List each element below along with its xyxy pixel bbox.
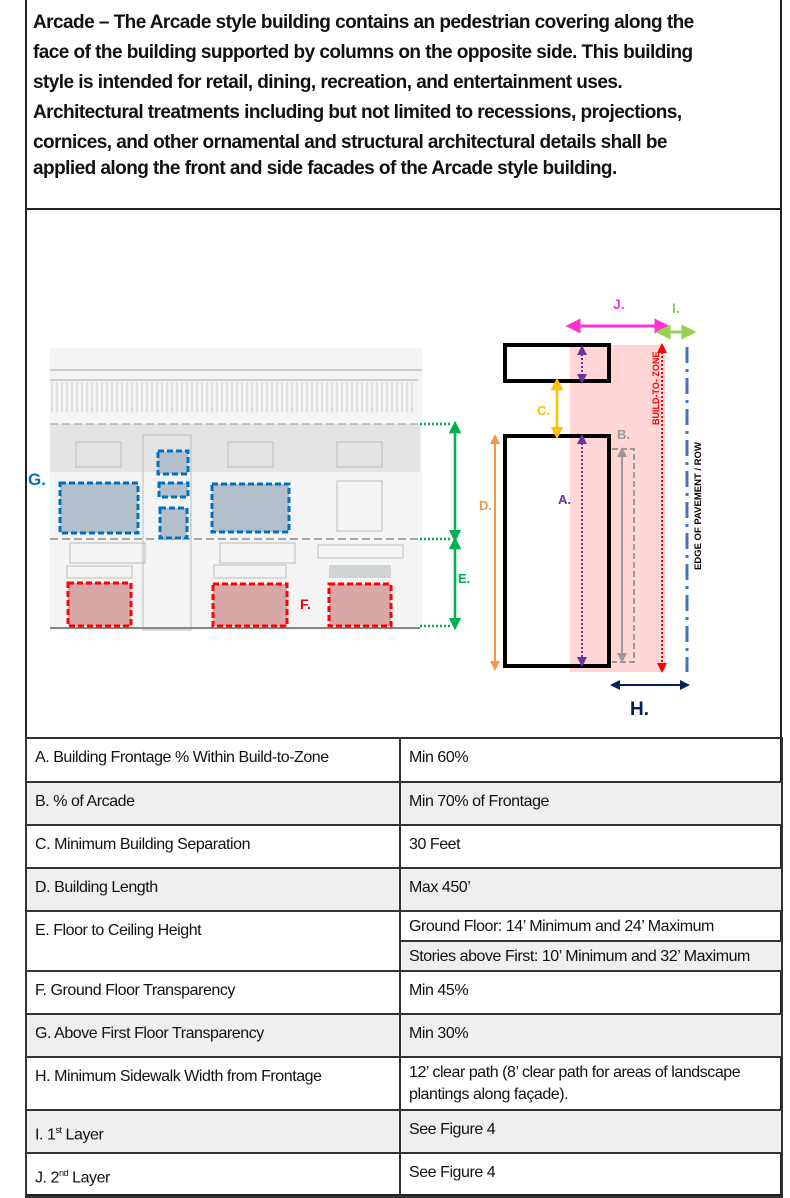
row-label: I. 1st Layer bbox=[25, 1109, 401, 1154]
row-value: Min 45% bbox=[399, 970, 783, 1015]
description-line: Architectural treatments including but n… bbox=[33, 102, 682, 123]
row-label: A. Building Frontage % Within Build-to-Z… bbox=[25, 737, 401, 783]
row-value: 30 Feet bbox=[399, 824, 783, 869]
row-value: Ground Floor: 14’ Minimum and 24’ Maximu… bbox=[399, 910, 783, 942]
description-line: face of the building supported by column… bbox=[33, 42, 693, 63]
label-a: A. bbox=[558, 492, 571, 507]
row-label: E. Floor to Ceiling Height bbox=[25, 910, 401, 972]
description-line: Arcade – The Arcade style building conta… bbox=[33, 12, 694, 33]
build-to-zone-label: BUILD-TO- ZONE bbox=[651, 352, 661, 425]
table-row: Stories above First: 10’ Minimum and 32’… bbox=[26, 940, 783, 972]
arcade-description: Arcade – The Arcade style building conta… bbox=[25, 0, 782, 210]
row-value: Min 30% bbox=[399, 1013, 783, 1058]
row-value: See Figure 4 bbox=[399, 1152, 783, 1198]
row-value: Min 70% of Frontage bbox=[399, 781, 783, 826]
description-line: style is intended for retail, dining, re… bbox=[33, 72, 623, 93]
row-label: F. Ground Floor Transparency bbox=[25, 970, 401, 1015]
label-b: B. bbox=[617, 427, 630, 442]
row-value: See Figure 4 bbox=[399, 1109, 783, 1154]
row-value-2: Stories above First: 10’ Minimum and 32’… bbox=[399, 940, 783, 972]
row-value: Max 450’ bbox=[399, 867, 783, 912]
label-c: C. bbox=[537, 403, 550, 418]
upper-floor-windows bbox=[58, 449, 291, 540]
label-j: J. bbox=[613, 296, 625, 312]
label-e: E. bbox=[458, 571, 470, 586]
label-g: G. bbox=[28, 470, 46, 489]
row-label: B. % of Arcade bbox=[25, 781, 401, 826]
site-plan bbox=[490, 318, 697, 690]
description-line: applied along the front and side facades… bbox=[33, 158, 617, 179]
row-label: C. Minimum Building Separation bbox=[25, 824, 401, 869]
edge-of-pavement-label: EDGE OF PAVEMENT / ROW bbox=[693, 442, 704, 570]
row-label: D. Building Length bbox=[25, 867, 401, 912]
description-line: cornices, and other ornamental and struc… bbox=[33, 132, 668, 153]
row-value: Min 60% bbox=[399, 737, 783, 783]
label-i: I. bbox=[672, 300, 680, 316]
standards-table: A. Building Frontage % Within Build-to-Z… bbox=[25, 737, 783, 1198]
table-row: A. Building Frontage % Within Build-to-Z… bbox=[25, 737, 783, 783]
label-d: D. bbox=[479, 498, 492, 513]
floor-height-dimension bbox=[420, 420, 462, 631]
arcade-diagram: G. F. E. J. I. C. D. A. B. H. BUILD-TO- … bbox=[28, 296, 704, 720]
row-label: H. Minimum Sidewalk Width from Frontage bbox=[25, 1056, 401, 1111]
row-value: 12’ clear path (8’ clear path for areas … bbox=[399, 1056, 783, 1111]
ground-floor-windows bbox=[66, 581, 393, 628]
row-label: G. Above First Floor Transparency bbox=[25, 1013, 401, 1058]
label-h: H. bbox=[630, 699, 649, 720]
label-f: F. bbox=[300, 596, 311, 612]
row-label: J. 2nd Layer bbox=[25, 1152, 401, 1198]
